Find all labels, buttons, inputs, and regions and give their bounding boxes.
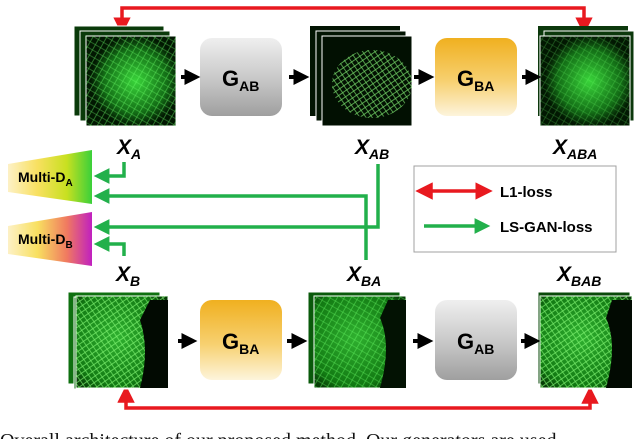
label-xba: XBA bbox=[346, 263, 381, 289]
image-stack-xba bbox=[307, 291, 407, 390]
caption: Overall architecture of our proposed met… bbox=[0, 430, 556, 439]
generator-gba-top bbox=[435, 38, 517, 116]
image-stack-xbab bbox=[537, 291, 633, 390]
label-da: Multi-DA bbox=[18, 169, 73, 189]
gan-arrow-xab-to-db bbox=[93, 164, 380, 235]
bottom-l1-loss-arrow bbox=[117, 385, 599, 410]
legend-l1-label: L1-loss bbox=[500, 184, 553, 201]
generator-gab-top bbox=[200, 38, 282, 116]
discriminator-b bbox=[8, 212, 92, 266]
image-stack-xb bbox=[67, 291, 169, 390]
label-gba-top: GBA bbox=[457, 66, 494, 94]
label-xab: XAB bbox=[354, 136, 389, 162]
label-gab-bottom: GAB bbox=[457, 329, 494, 357]
gan-arrow-xa-to-da bbox=[93, 162, 126, 184]
label-xaba: XABA bbox=[552, 136, 597, 162]
legend-lsgan-label: LS-GAN-loss bbox=[500, 219, 593, 236]
gan-arrow-xb-to-db bbox=[93, 236, 126, 256]
label-xb: XB bbox=[115, 263, 140, 289]
legend bbox=[413, 165, 617, 253]
discriminator-a bbox=[8, 150, 92, 204]
gan-arrow-xba-to-da bbox=[93, 188, 368, 260]
label-xa: XA bbox=[116, 136, 141, 162]
generator-gba-bottom bbox=[200, 300, 282, 380]
label-xbab: XBAB bbox=[556, 263, 601, 289]
image-stack-xaba bbox=[538, 26, 635, 127]
image-stack-xa bbox=[73, 25, 177, 127]
image-stack-xab bbox=[310, 26, 413, 127]
label-db: Multi-DB bbox=[18, 231, 73, 251]
label-gba-bottom: GBA bbox=[222, 329, 259, 357]
label-gab-top: GAB bbox=[222, 66, 259, 94]
generator-gab-bottom bbox=[435, 300, 517, 380]
top-l1-loss-arrow bbox=[113, 6, 593, 35]
